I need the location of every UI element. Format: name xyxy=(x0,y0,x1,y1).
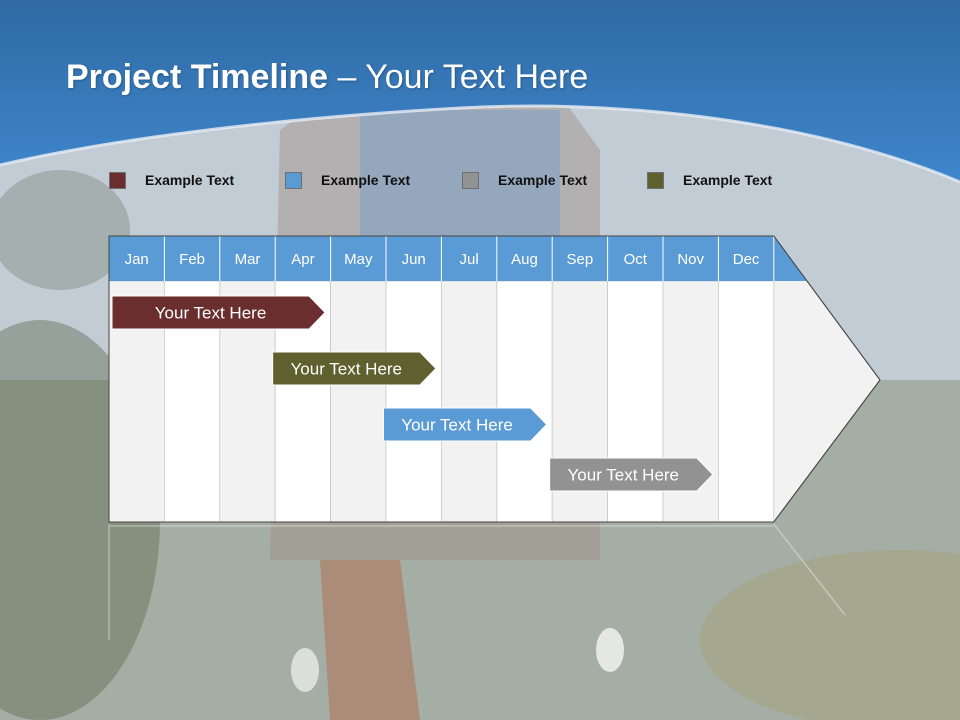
task-label: Your Text Here xyxy=(401,416,513,435)
task-arrow xyxy=(382,407,548,442)
legend-item: Example Text xyxy=(285,170,410,190)
month-label: Mar xyxy=(235,251,261,268)
task-arrow xyxy=(272,351,437,386)
month-label: Dec xyxy=(733,251,760,268)
legend-label: Example Text xyxy=(498,172,588,188)
reflection-diagonal xyxy=(773,523,846,616)
page-title: Project Timeline – Your Text Here xyxy=(66,58,588,97)
legend-swatch xyxy=(109,171,126,189)
task-arrow xyxy=(111,295,326,330)
task-label: Your Text Here xyxy=(291,360,403,379)
title-bold: Project Timeline xyxy=(66,58,329,96)
month-label: Oct xyxy=(624,251,648,268)
legend-item: Example Text xyxy=(462,170,587,190)
month-column xyxy=(385,280,442,523)
task-label: Your Text Here xyxy=(568,466,680,485)
legend-swatch xyxy=(462,171,479,189)
month-column xyxy=(330,280,387,523)
month-label: Sep xyxy=(567,251,594,268)
legend-swatch xyxy=(647,171,664,189)
timeline-reflection xyxy=(108,523,846,640)
task-label: Your Text Here xyxy=(155,304,267,323)
month-label: Feb xyxy=(179,251,205,268)
month-column xyxy=(440,280,498,523)
legend-label: Example Text xyxy=(683,172,773,188)
timeline-arrow-outline xyxy=(108,235,881,523)
month-label: Apr xyxy=(291,251,314,268)
month-header-bar xyxy=(109,236,807,281)
month-label: Jun xyxy=(402,251,426,268)
legend-item: Example Text xyxy=(647,170,772,190)
month-column xyxy=(496,280,553,523)
legend-swatch xyxy=(285,171,302,189)
month-label: May xyxy=(344,251,373,268)
month-label: Nov xyxy=(677,251,704,268)
legend-label: Example Text xyxy=(321,172,411,188)
month-label: Jul xyxy=(460,251,479,268)
legend-item: Example Text xyxy=(109,170,234,190)
month-column xyxy=(718,280,775,523)
legend-label: Example Text xyxy=(145,172,235,188)
task-arrow xyxy=(549,457,714,492)
month-label: Aug xyxy=(511,251,538,268)
month-label: Jan xyxy=(125,251,149,268)
title-rest: – Your Text Here xyxy=(328,58,589,96)
